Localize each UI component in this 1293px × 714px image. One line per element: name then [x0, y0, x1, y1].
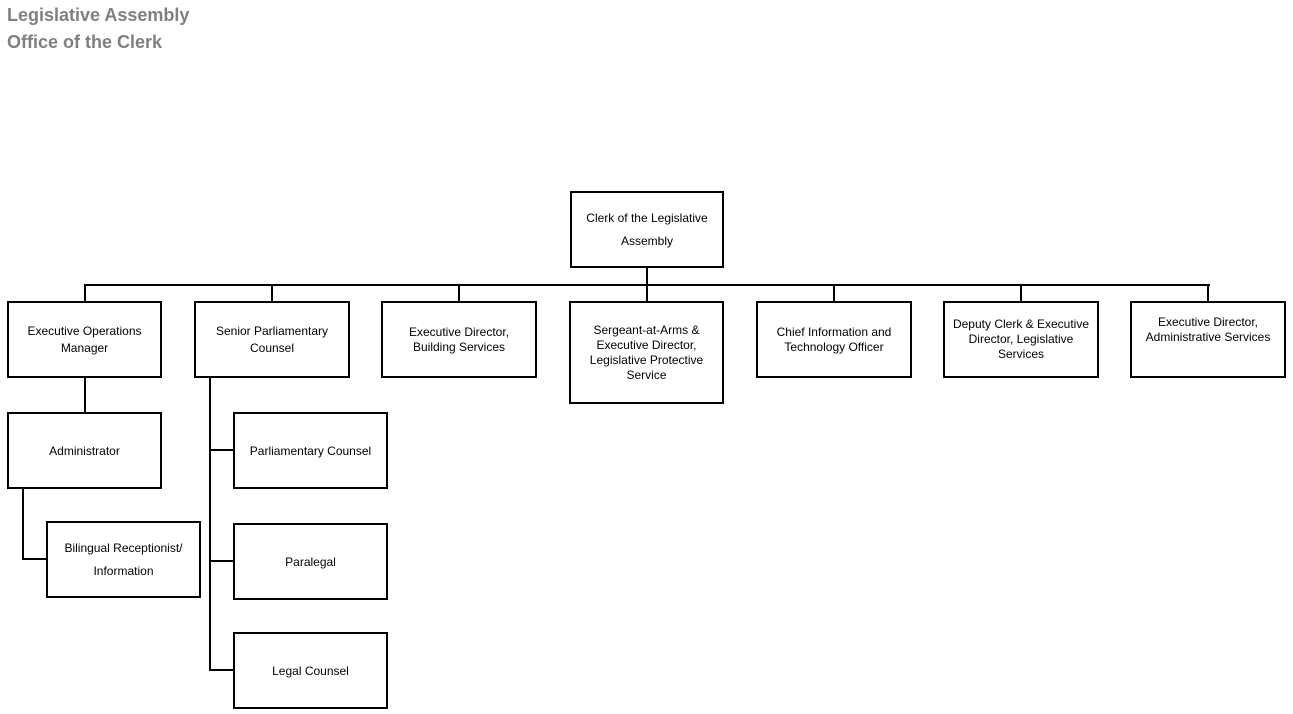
org-box-executive-operations-manager: Executive Operations Manager — [7, 301, 162, 378]
page-title-line-2: Office of the Clerk — [7, 32, 163, 52]
connector-drop-sergeant-at-arms — [646, 284, 648, 303]
org-box-paralegal: Paralegal — [233, 523, 388, 600]
connector-stub-parliamentary-counsel — [209, 449, 235, 451]
org-box-deputy-clerk: Deputy Clerk & Executive Director, Legis… — [943, 301, 1099, 378]
org-box-clerk: Clerk of the Legislative Assembly — [570, 191, 724, 268]
org-box-bilingual-receptionist: Bilingual Receptionist/ Information — [46, 521, 201, 598]
org-box-parliamentary-counsel: Parliamentary Counsel — [233, 412, 388, 489]
connector-administrator-drop — [84, 376, 86, 414]
page-title-line-1: Legislative Assembly — [7, 5, 190, 25]
org-box-executive-director-administrative-services: Executive Director, Administrative Servi… — [1130, 301, 1286, 378]
connector-counsel-trunk — [209, 376, 211, 671]
connector-clerk-drop — [646, 266, 648, 286]
org-box-senior-parliamentary-counsel: Senior Parliamentary Counsel — [194, 301, 350, 378]
connector-drop-senior-parliamentary-counsel — [271, 284, 273, 303]
connector-bilingual-horizontal — [22, 558, 48, 560]
connector-drop-deputy-clerk — [1020, 284, 1022, 303]
org-box-executive-director-building-services: Executive Director, Building Services — [381, 301, 537, 378]
connector-stub-legal-counsel — [209, 669, 235, 671]
connector-drop-executive-director-building-services — [458, 284, 460, 303]
connector-bilingual-vertical — [22, 487, 24, 560]
org-box-legal-counsel: Legal Counsel — [233, 632, 388, 709]
page-title: Legislative Assembly Office of the Clerk — [7, 2, 189, 56]
org-box-sergeant-at-arms: Sergeant-at-Arms & Executive Director, L… — [569, 301, 724, 404]
org-box-administrator: Administrator — [7, 412, 162, 489]
connector-drop-executive-director-administrative-services — [1207, 284, 1209, 303]
org-box-chief-information-technology-officer: Chief Information and Technology Officer — [756, 301, 912, 378]
connector-drop-executive-operations-manager — [84, 284, 86, 303]
connector-stub-paralegal — [209, 560, 235, 562]
connector-drop-chief-information-technology-officer — [833, 284, 835, 303]
